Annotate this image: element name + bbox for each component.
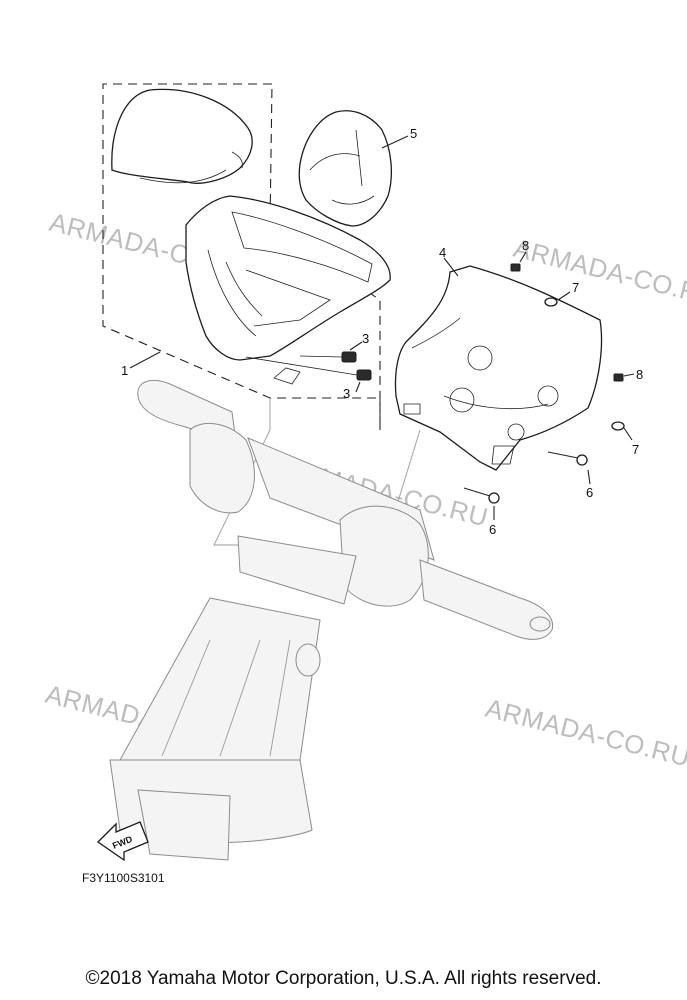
copyright-notice: ©2018 Yamaha Motor Corporation, U.S.A. A… (85, 968, 602, 989)
callout-6-lower: 6 (489, 522, 496, 537)
leader-line-3b (355, 381, 361, 393)
leader-line-6a (587, 469, 591, 485)
part-1-top-pad (111, 88, 253, 184)
part-5-meter-cover (298, 110, 392, 227)
part-6-bolt-upper (547, 451, 588, 466)
callout-8-upper: 8 (522, 238, 529, 253)
part-3-screw-lower (245, 356, 372, 381)
part-4-rear-cover (394, 265, 603, 471)
watermark-bottom-right: ARMADA-CO.RU (483, 693, 687, 773)
callout-5: 5 (410, 126, 417, 141)
leader-line-5 (381, 135, 409, 149)
callout-8-lower: 8 (636, 367, 643, 382)
callout-3-upper: 3 (362, 331, 369, 346)
diagram-code: F3Y1100S3101 (82, 871, 165, 885)
part-6-bolt-lower (463, 487, 500, 504)
callout-1: 1 (121, 363, 128, 378)
part-3-screw-upper (299, 351, 357, 363)
leader-line-4 (443, 257, 459, 277)
fwd-arrow-icon: FWD (96, 821, 149, 862)
leader-line-1 (129, 351, 161, 369)
callout-7-upper: 7 (572, 280, 579, 295)
leader-line-7a (557, 291, 571, 301)
part-8-clip-upper (510, 263, 521, 272)
callout-3-lower: 3 (343, 386, 350, 401)
leader-line-7b (623, 427, 633, 441)
leader-line-3a (349, 341, 363, 351)
part-7-washer-lower (611, 421, 625, 431)
leader-line-8a (519, 251, 527, 263)
part-8-clip-lower (613, 373, 624, 382)
part-7-washer-upper (544, 297, 558, 307)
callout-7-lower: 7 (632, 442, 639, 457)
callout-4: 4 (439, 245, 446, 260)
part-1-handlebar-cover (185, 195, 391, 385)
leader-line-8b (623, 373, 635, 377)
handlebar-assembly (109, 380, 554, 861)
callout-6-upper: 6 (586, 485, 593, 500)
